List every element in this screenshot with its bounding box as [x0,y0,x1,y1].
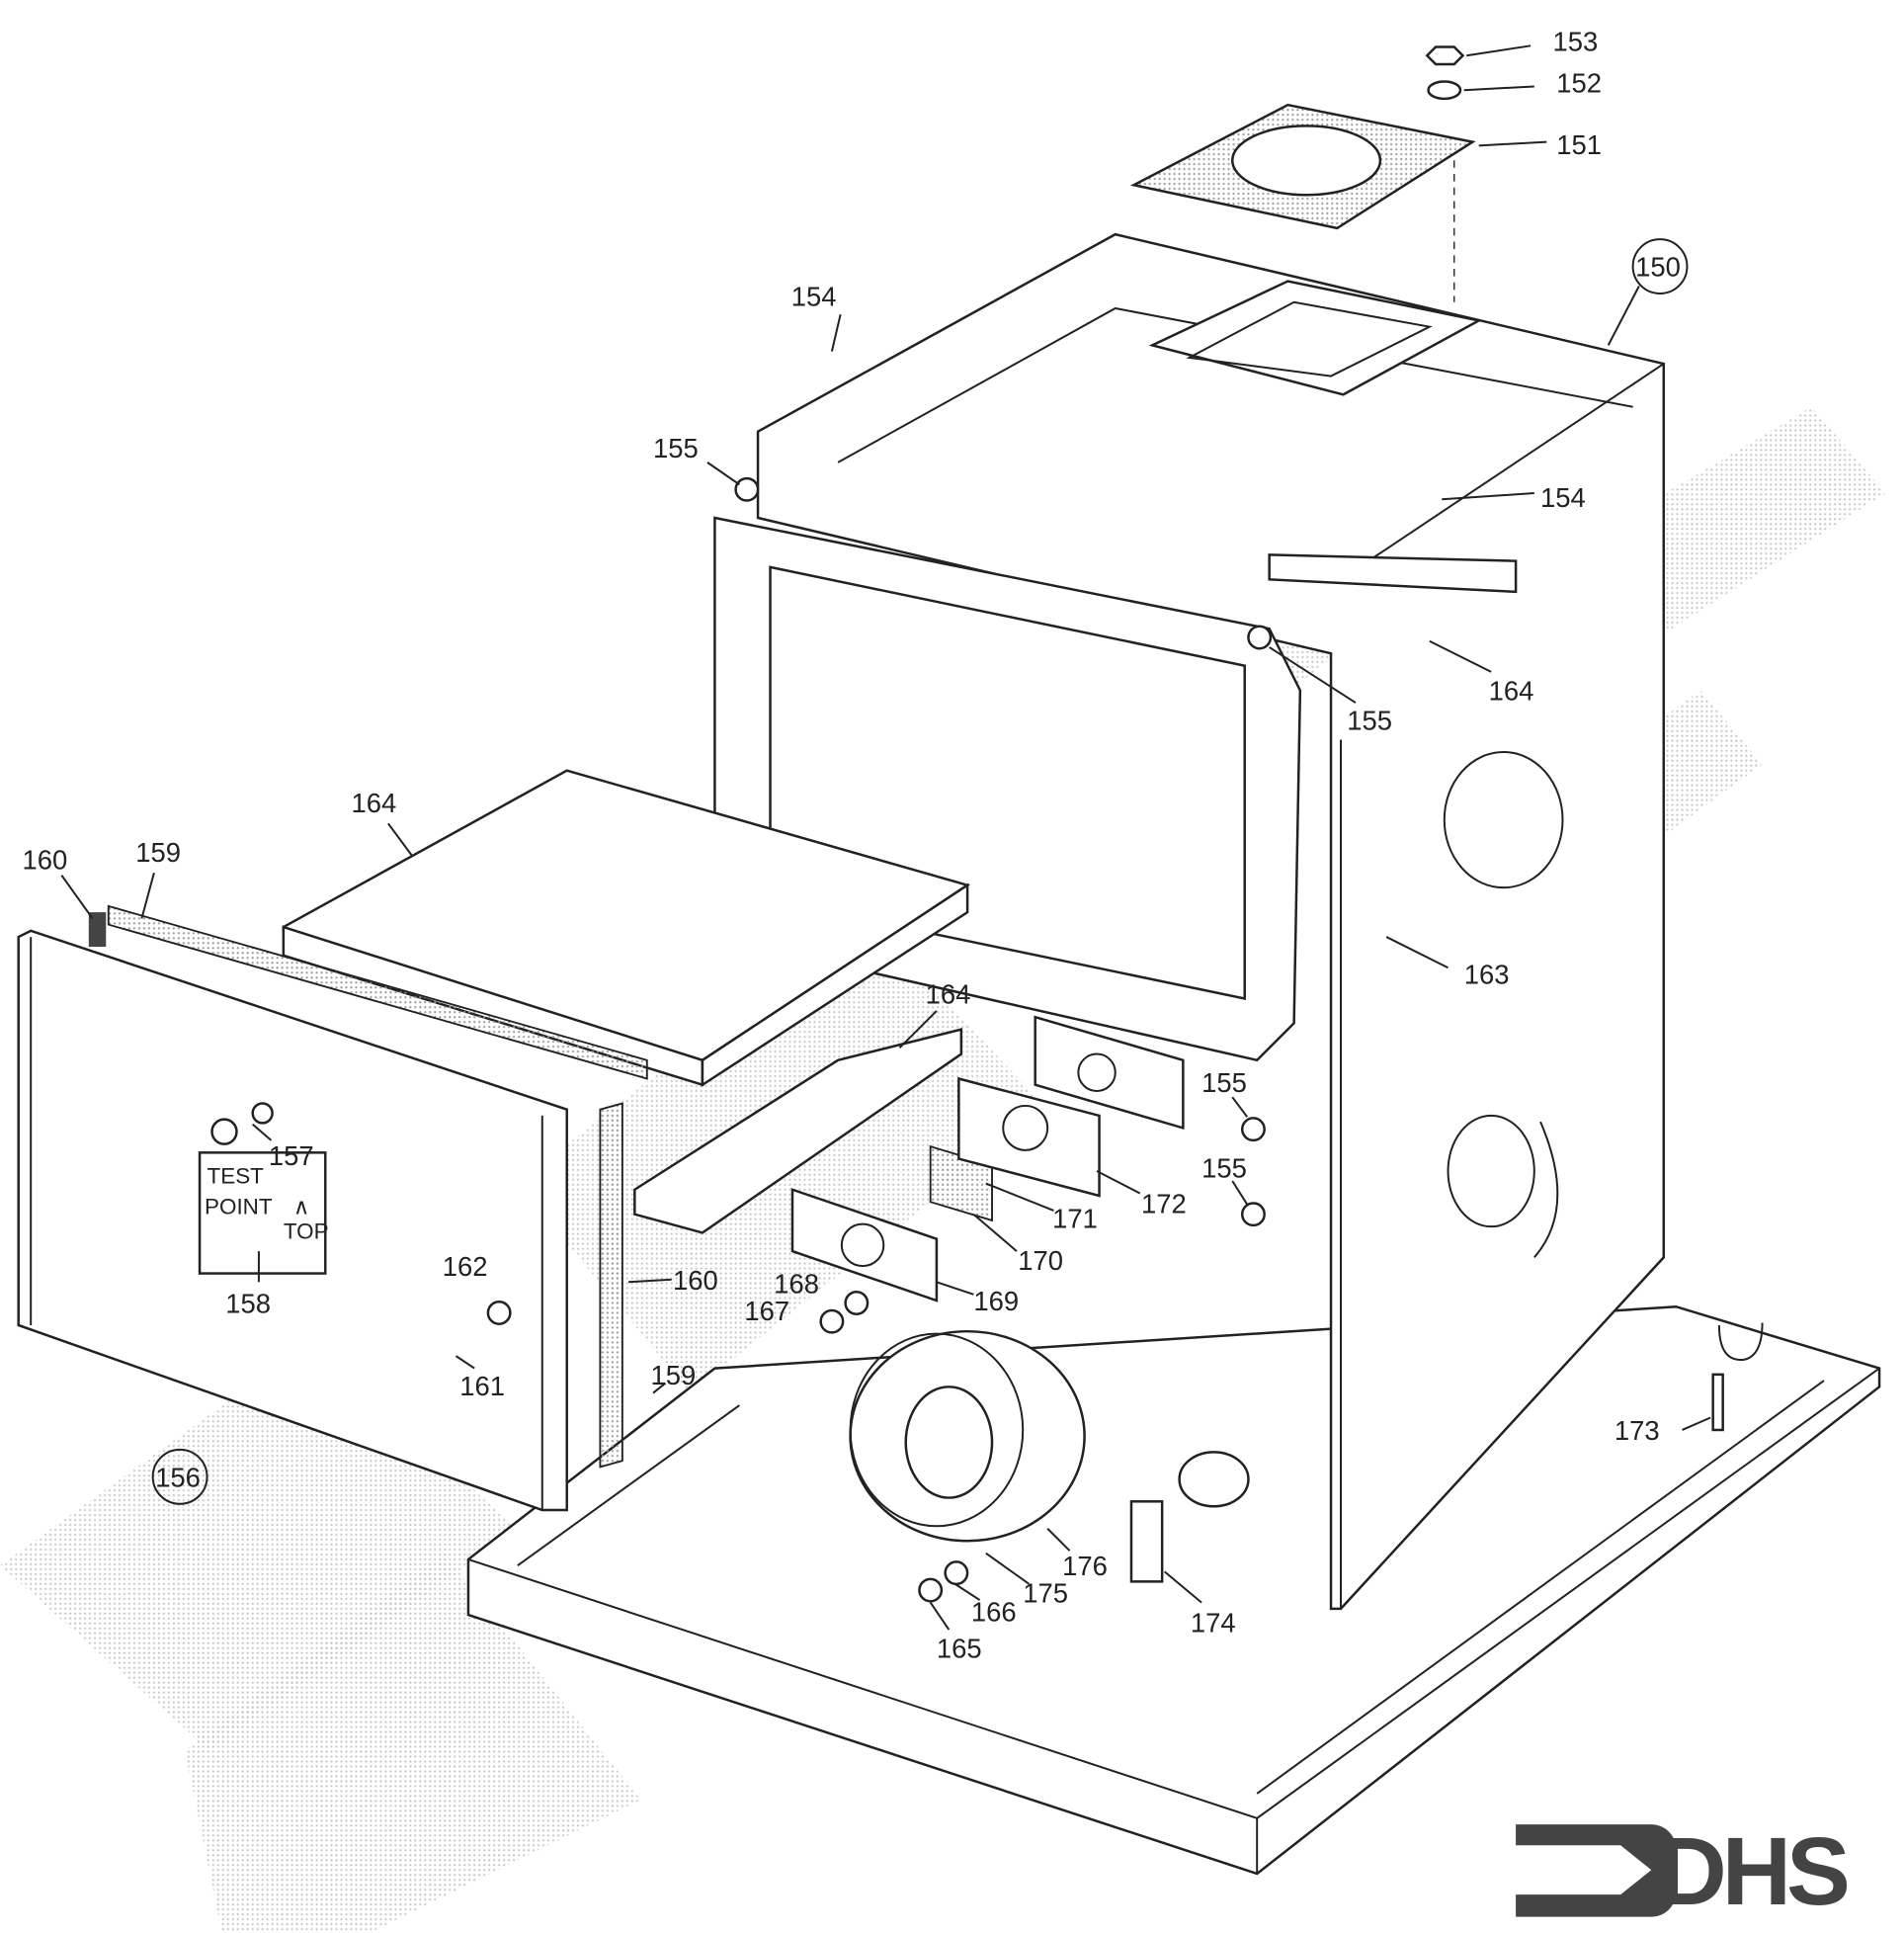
label-159: 159 [651,1360,697,1390]
label-155: 155 [1201,1067,1247,1098]
label-153: 153 [1553,26,1599,56]
label-164: 164 [1489,676,1534,707]
plate-171 [957,1076,1101,1198]
stud-173 [1711,1373,1724,1432]
callout-circle-156 [151,1448,208,1505]
dhs-logo: DHS [1516,1817,1853,1925]
label-151: 151 [1556,129,1602,160]
label-172: 172 [1141,1188,1187,1219]
label-150: 150 [1635,252,1681,283]
burner-flange-175 [849,1329,1086,1543]
insulation-panel-164 [282,769,971,1234]
label-162: 162 [443,1251,488,1282]
label-158: 158 [225,1288,271,1318]
label-157: 157 [269,1140,314,1171]
top-arrow-mark: ∧ [293,1195,309,1219]
label-175: 175 [1023,1578,1068,1609]
label-173: 173 [1614,1415,1660,1446]
label-176: 176 [1062,1551,1108,1581]
washer-166 [944,1560,969,1586]
nut-165 [918,1577,944,1603]
seal-strip-159 [107,904,648,1080]
label-169: 169 [973,1286,1019,1316]
callout-circle-150 [1631,238,1689,294]
washer-157 [210,1102,274,1145]
test-point-text-1: TEST [207,1164,265,1189]
label-155: 155 [1201,1152,1247,1183]
burner-plate-169 [790,1188,939,1303]
washer-168 [844,1291,869,1315]
label-171: 171 [1052,1203,1098,1233]
label-155: 155 [653,433,699,463]
nut-167 [819,1308,845,1334]
duct-flange [1148,280,1483,396]
label-164: 164 [351,788,396,818]
base-tray [466,1304,1881,1876]
label-174: 174 [1191,1608,1236,1639]
label-163: 163 [1464,959,1510,989]
label-152: 152 [1556,68,1602,99]
label-156: 156 [155,1462,201,1492]
test-point-text-2: POINT [205,1195,273,1219]
washer-155 [734,476,1273,1227]
front-panel-156: TEST POINT ∧ TOP [17,929,568,1512]
label-160: 160 [22,844,67,875]
label-160: 160 [673,1265,718,1296]
label-166: 166 [971,1596,1017,1627]
logo-text: DHS [1658,1817,1849,1925]
label-154: 154 [1540,482,1586,513]
nut-153 [1425,45,1465,66]
seal-strip-160 [88,912,623,1469]
top-text: TOP [284,1219,329,1244]
label-164: 164 [926,978,971,1009]
label-159: 159 [135,837,181,868]
label-161: 161 [459,1371,505,1401]
washer-152 [1427,80,1462,101]
label-155: 155 [1347,706,1392,736]
label-170: 170 [1018,1245,1063,1276]
label-167: 167 [744,1296,789,1326]
label-168: 168 [774,1269,819,1300]
label-165: 165 [937,1634,982,1664]
part-labels: 153 152 151 150 154 155 154 164 155 164 … [22,26,1680,1663]
leader-lines [60,44,1711,1631]
label-154: 154 [791,281,837,311]
drain-valve-174 [1129,1451,1250,1583]
gasket-151 [1129,103,1476,230]
washer-162 [486,1301,512,1325]
